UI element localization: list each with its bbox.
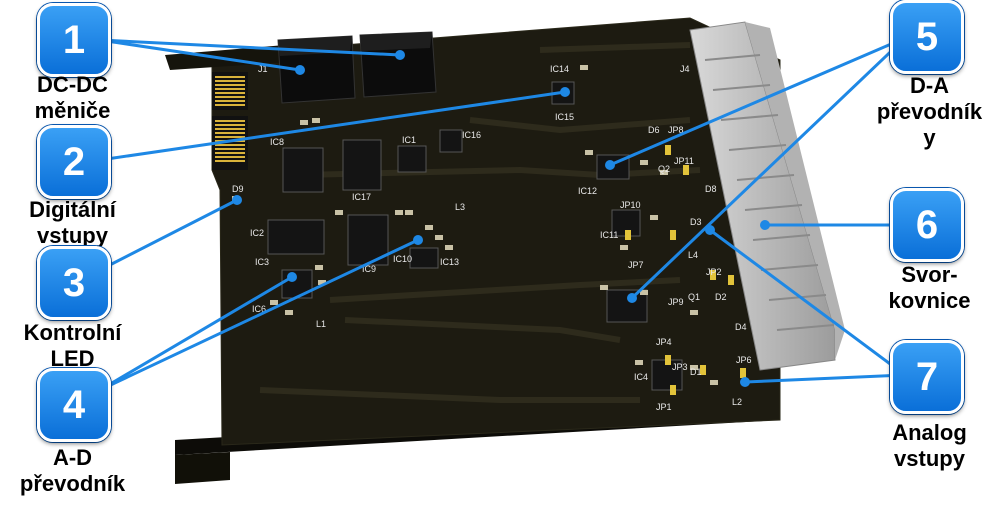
silk-l1: L1 [316, 319, 326, 329]
silk-jp11: JP11 [674, 156, 694, 166]
silk-jp8: JP8 [668, 125, 684, 135]
edge-connector-upper [212, 72, 248, 110]
callout-badge-4: 4 [37, 368, 111, 442]
callout-label-7-line-1: Analog [892, 420, 967, 445]
silkscreen-labels: IC8 IC1 IC16 IC17 IC15 IC14 IC2 IC3 IC6 … [232, 64, 752, 412]
board-tab-bottom [175, 452, 230, 484]
callout-label-5-line-2: převodník [876, 99, 983, 124]
jumper-pads [625, 145, 746, 395]
dcdc-converter-2 [359, 31, 437, 98]
silk-jp2: JP2 [706, 267, 722, 277]
silk-ic14: IC14 [550, 64, 569, 74]
callout-badge-7: 7 [890, 340, 964, 414]
silk-d1: D1 [690, 367, 702, 377]
callout-label-3-line-2: LED [50, 346, 95, 371]
silk-ic12: IC12 [578, 186, 597, 196]
silk-ic2: IC2 [250, 228, 264, 238]
callout-label-1: DC-DC měniče [5, 72, 140, 124]
callout-label-2-line-2: vstupy [37, 223, 108, 248]
callout-badge-6: 6 [890, 188, 964, 262]
silk-l3: L3 [455, 202, 465, 212]
callout-label-2-line-1: Digitální [29, 197, 116, 222]
silk-ic1: IC1 [402, 135, 416, 145]
callout-lines [98, 36, 907, 392]
callout-label-4: A-D převodník [5, 445, 140, 497]
callout-label-2: Digitální vstupy [5, 197, 140, 249]
callout-label-1-line-1: DC-DC [37, 72, 108, 97]
silk-d3: D3 [690, 217, 702, 227]
callout-badge-2: 2 [37, 125, 111, 199]
silk-ic9: IC9 [362, 264, 376, 274]
terminal-block [689, 21, 845, 371]
callout-label-6-line-1: Svor- [901, 262, 958, 287]
silk-jp1: JP1 [656, 402, 672, 412]
silk-jp7: JP7 [628, 260, 644, 270]
silk-q2: Q2 [658, 164, 670, 174]
callout-badge-1: 1 [37, 3, 111, 77]
silk-l4: L4 [688, 250, 698, 260]
silk-d8: D8 [705, 184, 717, 194]
silk-ic17: IC17 [352, 192, 371, 202]
silk-j1: J1 [258, 64, 268, 74]
silk-d4: D4 [735, 322, 747, 332]
callout-label-5-line-1: D-A [909, 73, 950, 98]
silk-l2: L2 [732, 397, 742, 407]
callout-dots [232, 50, 770, 387]
silk-ic4: IC4 [634, 372, 648, 382]
callout-label-6: Svor- kovnice [862, 262, 997, 314]
silk-q1: Q1 [688, 292, 700, 302]
callout-label-3: Kontrolní LED [5, 320, 140, 372]
silk-ic6: IC6 [252, 304, 266, 314]
passive-components [232, 65, 718, 385]
silk-ic16: IC16 [462, 130, 481, 140]
silk-d2: D2 [715, 292, 727, 302]
callout-label-6-line-2: kovnice [888, 288, 971, 313]
silk-jp3: JP3 [672, 362, 688, 372]
callout-label-4-line-1: A-D [52, 445, 93, 470]
silk-d6: D6 [648, 125, 660, 135]
callout-label-1-line-2: měniče [34, 98, 111, 123]
callout-label-3-line-1: Kontrolní [23, 320, 122, 345]
silk-ic3: IC3 [255, 257, 269, 267]
callout-label-5: D-A převodník y [862, 73, 997, 151]
silk-ic13: IC13 [440, 257, 459, 267]
silk-j4: J4 [680, 64, 690, 74]
callout-badge-3: 3 [37, 246, 111, 320]
callout-label-7: Analog vstupy [862, 420, 997, 472]
silk-ic15: IC15 [555, 112, 574, 122]
callout-label-5-line-3: y [923, 125, 936, 150]
silk-d9: D9 [232, 184, 244, 194]
silk-ic8: IC8 [270, 137, 284, 147]
silk-jp10: JP10 [620, 200, 641, 210]
callout-label-4-line-2: převodník [19, 471, 126, 496]
silk-jp6: JP6 [736, 355, 752, 365]
callout-label-7-line-2: vstupy [894, 446, 965, 471]
silk-jp4: JP4 [656, 337, 672, 347]
callout-badge-5: 5 [890, 0, 964, 74]
silk-ic10: IC10 [393, 254, 412, 264]
silk-ic11: IC11 [600, 230, 618, 240]
silk-jp9: JP9 [668, 297, 684, 307]
